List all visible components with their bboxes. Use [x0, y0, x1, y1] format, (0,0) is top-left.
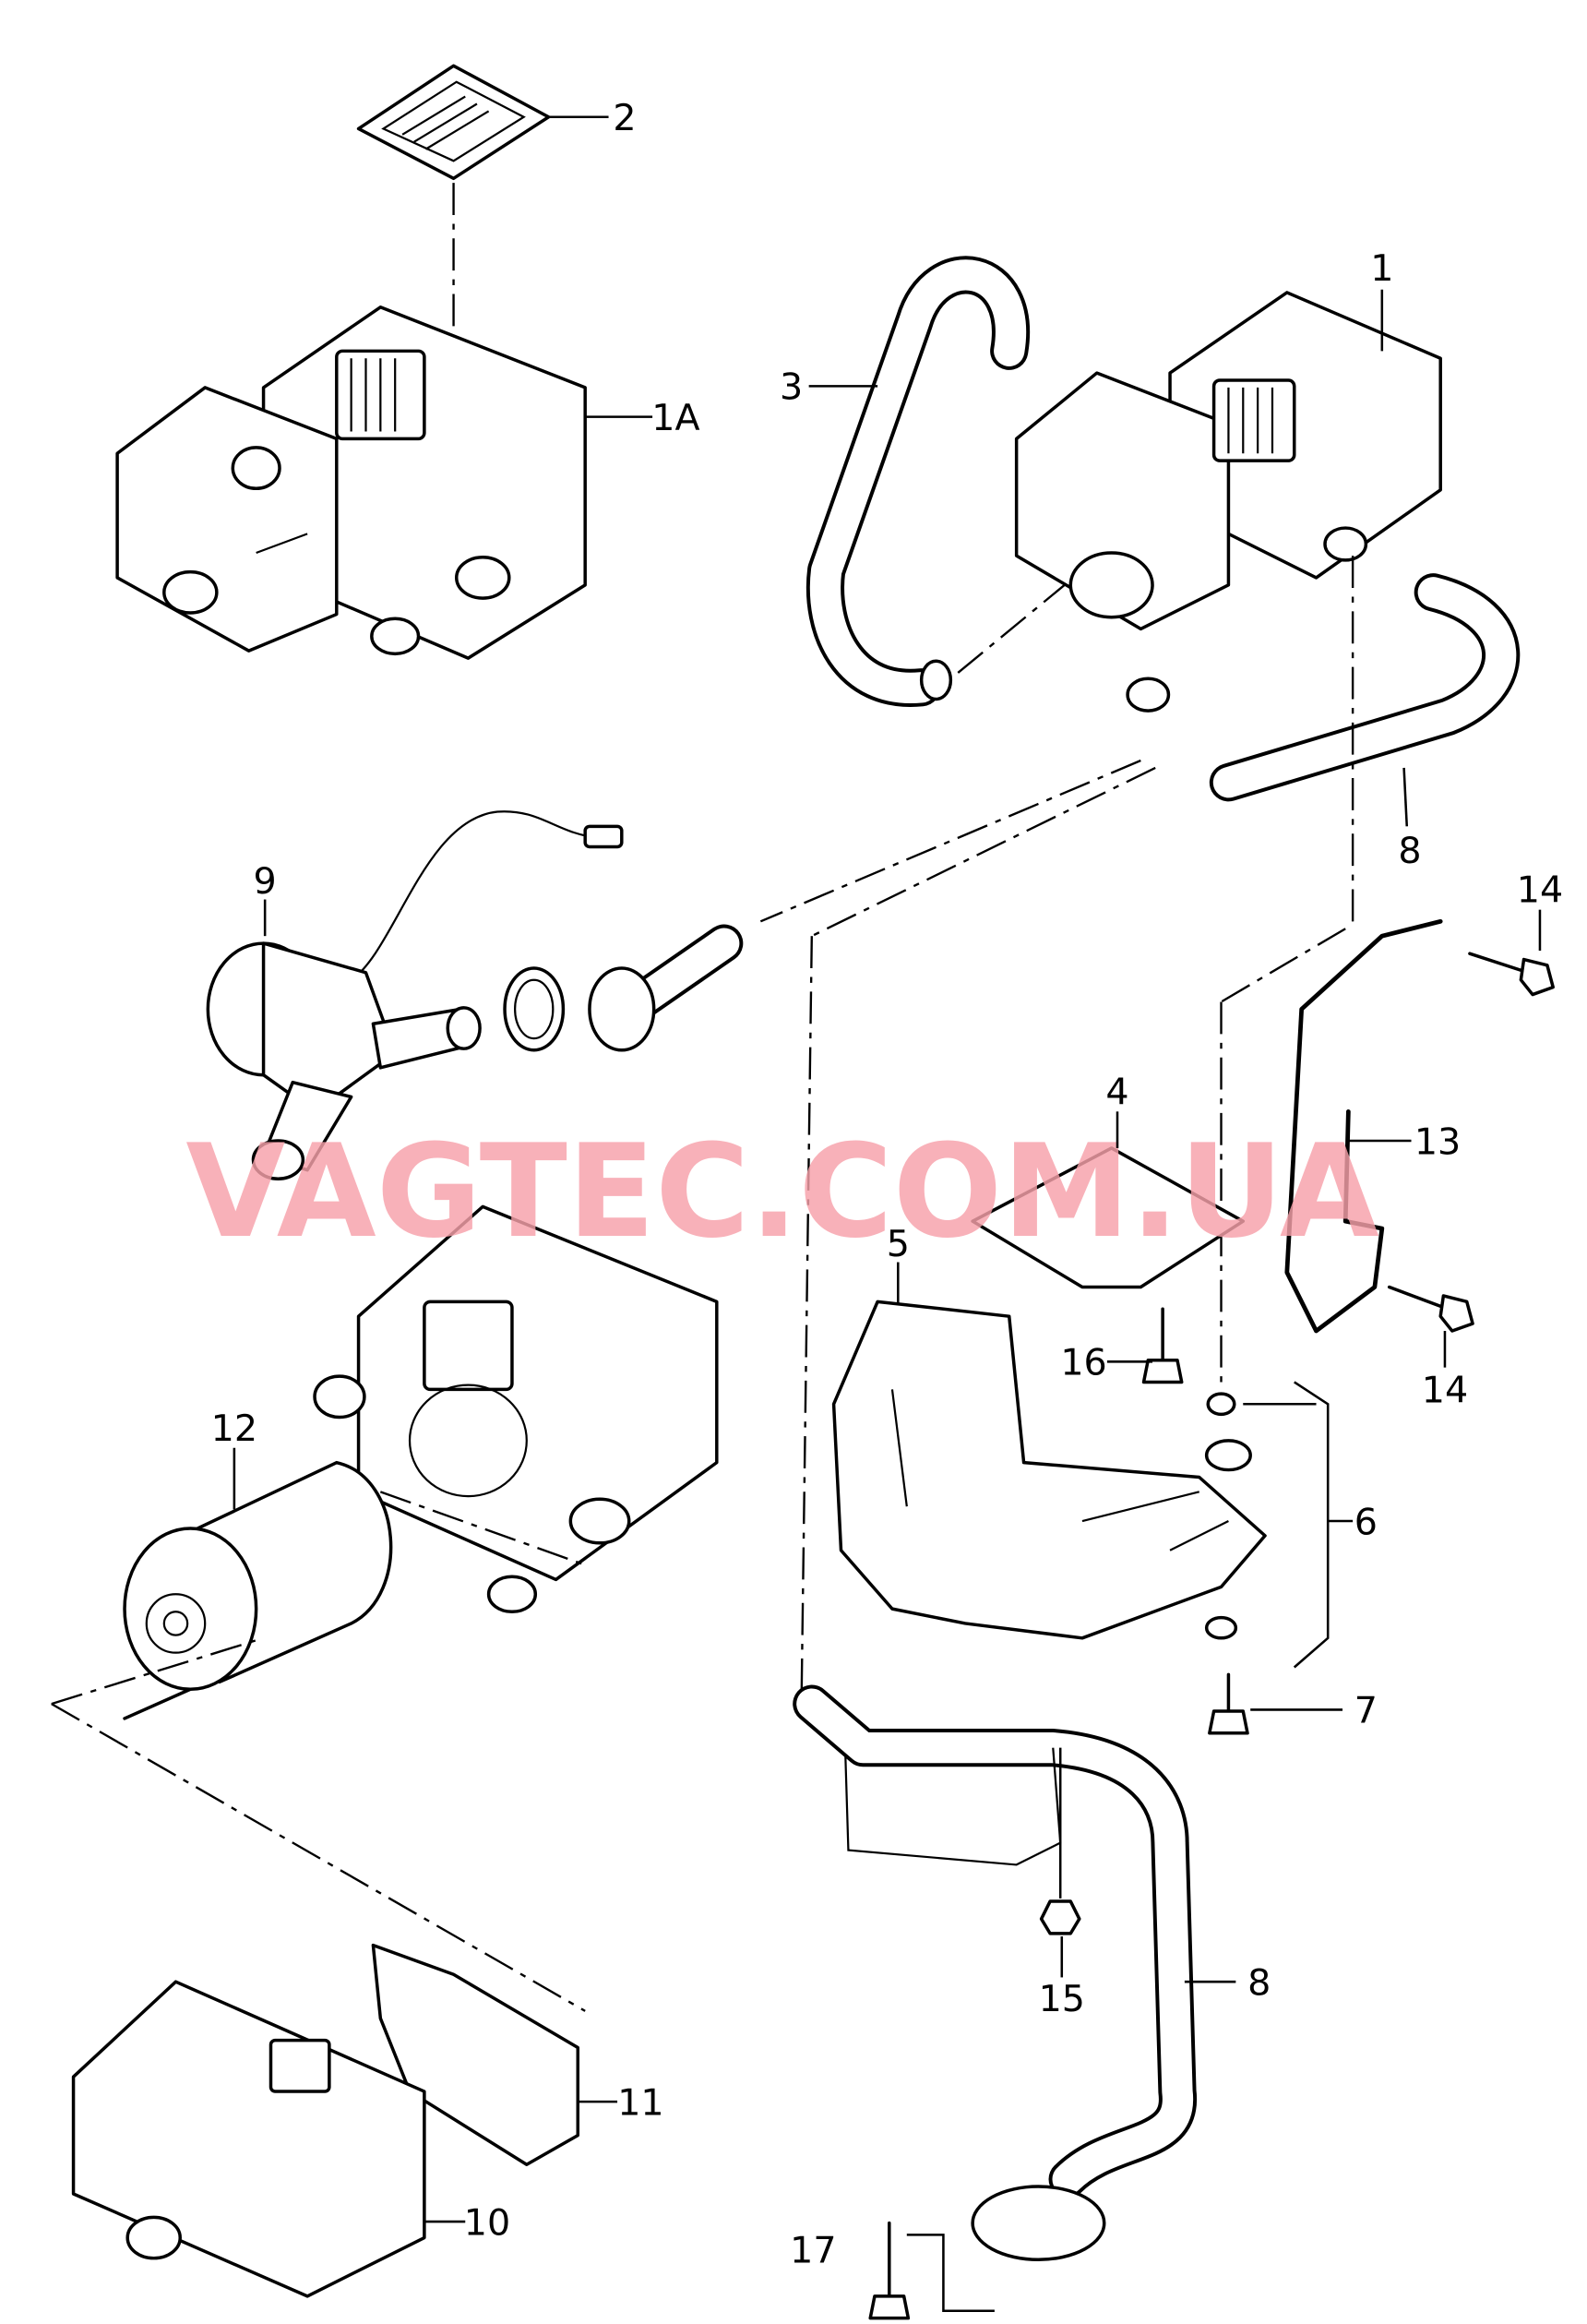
- leader-lines: [233, 115, 1542, 2223]
- coolant-hose-8-upper: [1209, 573, 1521, 802]
- callout-8-lower: 8: [1247, 1961, 1271, 2004]
- callout-12: 12: [211, 1408, 257, 1450]
- bolt-7: [1208, 1672, 1249, 1735]
- bracket-4: [971, 1146, 1246, 1289]
- nut-15: [1039, 1899, 1081, 1935]
- mounting-set-6: [1204, 1381, 1354, 1669]
- callout-3: 3: [780, 366, 803, 409]
- bolt-16: [1141, 1307, 1184, 1384]
- callout-1: 1: [1370, 247, 1393, 290]
- callout-5: 5: [887, 1223, 910, 1265]
- callout-1a: 1A: [651, 397, 699, 439]
- heater-1: [1014, 291, 1442, 713]
- callout-14-upper: 14: [1517, 869, 1563, 912]
- circulation-pump-9: [206, 810, 744, 1180]
- bolt-14-lower: [1387, 1285, 1474, 1333]
- bolt-17: [868, 2221, 911, 2320]
- callout-15: 15: [1039, 1978, 1085, 2020]
- gasket-11: [371, 1943, 580, 2167]
- callout-9: 9: [254, 860, 277, 903]
- callout-14-lower: 14: [1422, 1370, 1468, 1412]
- heater-lower: [313, 1204, 719, 1614]
- mounting-bracket-5: [831, 1300, 1267, 1640]
- exhaust-pipe-8: [793, 1684, 1198, 2262]
- callout-4: 4: [1105, 1071, 1128, 1113]
- callout-13: 13: [1414, 1120, 1461, 1163]
- callout-16: 16: [1060, 1342, 1106, 1384]
- callout-8-upper: 8: [1398, 830, 1421, 872]
- callout-7: 7: [1354, 1690, 1378, 1732]
- label-sticker: [356, 64, 551, 181]
- burner-motor-12: [123, 1460, 393, 1720]
- coolant-hose-3: [806, 256, 1031, 707]
- callout-17: 17: [790, 2229, 836, 2271]
- watermark: VAGTEC.COM.UA: [185, 1117, 1379, 1266]
- callout-10: 10: [464, 2201, 510, 2244]
- heater-1a: [115, 305, 587, 660]
- callout-2: 2: [613, 97, 636, 139]
- bolt-14-upper: [1468, 952, 1555, 997]
- callout-6: 6: [1354, 1501, 1378, 1543]
- callout-11: 11: [617, 2081, 663, 2124]
- bracket-13: [1284, 918, 1443, 1334]
- cover-10: [71, 1980, 426, 2298]
